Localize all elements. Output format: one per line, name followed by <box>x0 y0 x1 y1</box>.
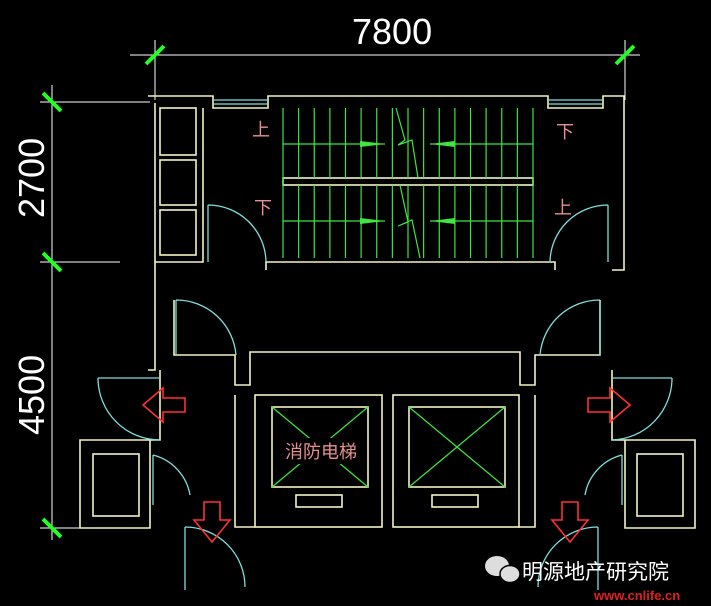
stair-arrow-icon <box>430 141 455 147</box>
evacuation-arrows <box>141 386 632 544</box>
watermark-brand: 明源地产研究院 <box>522 560 669 584</box>
evacuation-arrow-icon <box>587 386 632 424</box>
stair-arrow-icon <box>360 218 385 224</box>
stair-label-up: 上 <box>554 198 572 219</box>
staircase <box>282 107 534 259</box>
stair-arrow-icon <box>430 218 455 224</box>
stair-label-down: 下 <box>254 198 272 219</box>
evacuation-arrow-icon <box>141 386 186 424</box>
dimension-lower-height: 4500 <box>11 355 52 435</box>
fire-elevator-label: 消防电梯 <box>285 442 357 463</box>
doors <box>97 204 673 590</box>
evacuation-arrow-icon <box>550 501 590 544</box>
stair-arrow-icon <box>360 141 385 147</box>
wechat-icon <box>485 556 521 584</box>
windows <box>213 99 603 105</box>
stair-label-down: 下 <box>556 122 574 143</box>
dimension-top: 7800 <box>130 11 640 100</box>
walls <box>79 95 696 529</box>
stair-label-up: 上 <box>252 120 270 141</box>
watermark-url: www.cnlife.cn <box>594 588 681 603</box>
dimension-left: 2700 4500 <box>11 85 150 540</box>
dimension-upper-height: 2700 <box>11 138 52 218</box>
dimension-width: 7800 <box>352 11 432 52</box>
evacuation-arrow-icon <box>192 501 232 544</box>
